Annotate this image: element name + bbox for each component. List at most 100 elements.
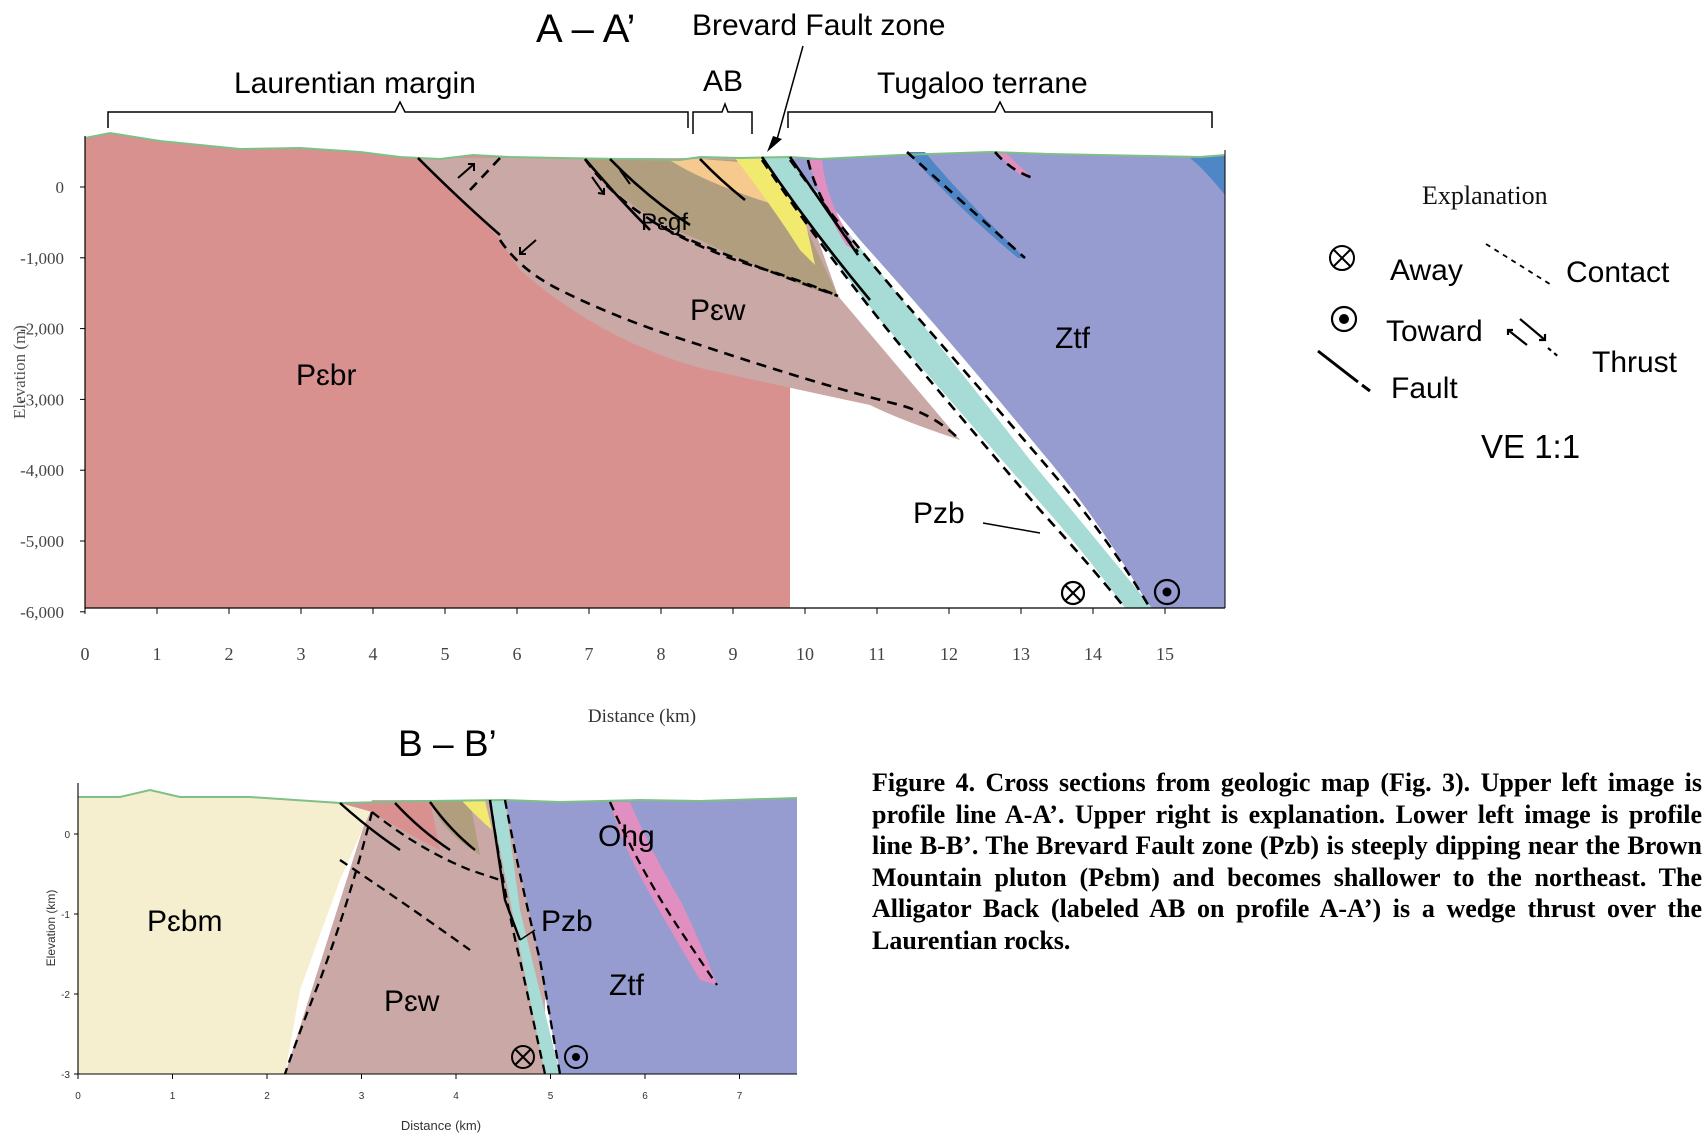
brevard-fault-zone-label: Brevard Fault zone	[692, 9, 945, 42]
x-tick-label: 13	[1012, 644, 1030, 664]
unit-label-pegf: Pɛgf	[641, 209, 688, 236]
x-tick-label: 3	[297, 644, 306, 664]
x-tick-label: 1	[153, 644, 162, 664]
x-tick-label: 0	[81, 644, 90, 664]
legend-fault-label: Fault	[1391, 372, 1458, 405]
x-tick-label-b: 3	[359, 1091, 365, 1102]
unit-pegf-sliver-b	[430, 801, 480, 855]
unit-label-ohg-b: Ohg	[598, 820, 655, 853]
topography-line	[84, 131, 1226, 162]
unit-yellow-sliver	[735, 158, 815, 265]
y-tick-label: -1,000	[20, 249, 64, 268]
y-tick-label-b: -2	[61, 990, 70, 1001]
tugaloo-terrane-label: Tugaloo terrane	[877, 67, 1088, 100]
unit-pzb-band	[762, 157, 1152, 608]
legend-thrust-label: Thrust	[1592, 346, 1678, 379]
pzb-leader-line	[982, 522, 1041, 534]
x-tick-label-b: 6	[642, 1091, 648, 1102]
y-axis-label-b: Elevation (km)	[44, 890, 58, 967]
x-tick-label: 2	[225, 644, 234, 664]
toward-symbol-b	[564, 1045, 588, 1069]
toward-symbol	[1153, 578, 1181, 606]
topography-line-b	[78, 788, 798, 805]
unit-pink-vein-1	[808, 160, 858, 252]
x-tick-label-b: 4	[453, 1091, 459, 1102]
brevard-arrow-head	[767, 136, 782, 152]
unit-label-ztf: Ztf	[1055, 322, 1091, 355]
unit-label-pebr: Pɛbr	[296, 359, 356, 392]
unit-ztf-area	[780, 152, 1225, 608]
unit-ztf-area-b	[505, 798, 797, 1074]
legend-fault-icon-tail	[1361, 383, 1371, 393]
x-tick-label: 11	[868, 644, 885, 664]
unit-yellow-sliver-b	[462, 801, 492, 830]
contact-lines-b	[283, 799, 718, 1075]
legend-ve-label: VE 1:1	[1481, 428, 1580, 465]
y-tick-label-b: 0	[64, 830, 70, 841]
x-axis-label: Distance (km)	[588, 706, 696, 727]
x-tick-label-b: 1	[170, 1091, 176, 1102]
y-tick-labels-b: 0 -1 -2 -3	[61, 830, 78, 1081]
unit-label-pzb: Pzb	[913, 497, 965, 530]
section-a-title: A – A’	[536, 7, 635, 51]
tugaloo-bracket	[787, 100, 1213, 128]
laurentian-margin-label: Laurentian margin	[234, 67, 476, 100]
y-tick-label-b: -3	[61, 1070, 70, 1081]
legend-contact-label: Contact	[1566, 256, 1670, 289]
x-tick-label: 5	[441, 644, 450, 664]
away-symbol-b	[511, 1045, 535, 1069]
legend-toward-label: Toward	[1386, 315, 1483, 348]
x-tick-label: 15	[1156, 644, 1174, 664]
x-axis-label-b: Distance (km)	[401, 1118, 481, 1133]
x-tick-label: 6	[513, 644, 522, 664]
x-tick-label-b: 7	[737, 1091, 743, 1102]
unit-pew-area-b	[285, 800, 545, 1074]
legend-toward-icon	[1330, 305, 1358, 333]
away-symbol	[1060, 580, 1086, 606]
unit-pew-area	[418, 158, 960, 440]
y-tick-label-b: -1	[61, 910, 70, 921]
x-tick-label: 9	[729, 644, 738, 664]
contact-lines	[469, 151, 1152, 609]
figure-caption: Figure 4. Cross sections from geologic m…	[872, 768, 1702, 955]
legend-away-icon	[1329, 245, 1355, 271]
y-axis-label: Elevation (m)	[10, 325, 29, 419]
x-tick-label: 7	[585, 644, 594, 664]
x-tick-label: 12	[940, 644, 958, 664]
unit-pink-vein-2	[995, 152, 1033, 178]
legend-fault-icon	[1317, 349, 1359, 384]
y-tick-label: 0	[56, 178, 65, 197]
section-b-cross-section	[77, 783, 798, 1075]
y-tick-label: -4,000	[20, 461, 64, 480]
x-tick-label-b: 0	[75, 1091, 81, 1102]
section-b-title: B – B’	[398, 723, 497, 764]
x-tick-label: 14	[1084, 644, 1102, 664]
unit-label-pebm-b: Pɛbm	[147, 905, 222, 938]
x-tick-label: 8	[657, 644, 666, 664]
y-tick-label: -6,000	[20, 603, 64, 622]
unit-label-pew: Pɛw	[690, 294, 746, 327]
legend-title: Explanation	[1422, 181, 1548, 210]
unit-ohg-vein-b	[610, 802, 717, 985]
y-tick-labels: 0 -1,000 -2,000 -3,000 -4,000 -5,000 -6,000	[20, 178, 85, 622]
y-tick-label: -5,000	[20, 532, 64, 551]
y-tick-label: -2,000	[20, 320, 64, 339]
x-tick-label: 4	[369, 644, 378, 664]
unit-label-pew-b: Pɛw	[384, 985, 440, 1018]
unit-pebm-area-b	[78, 790, 372, 1074]
x-tick-label-b: 2	[264, 1091, 270, 1102]
ab-label: AB	[703, 65, 743, 98]
y-tick-label: -3,000	[20, 390, 64, 409]
legend-explanation: Explanation Away Toward Fault Contact Th…	[1317, 181, 1678, 465]
unit-pebr-sliver-b	[340, 801, 440, 850]
thrust-arrow-symbols	[457, 163, 631, 255]
section-a-cross-section	[84, 131, 1226, 609]
unit-blue-vein-2	[1190, 155, 1225, 195]
legend-away-label: Away	[1390, 254, 1463, 287]
x-tick-label-b: 5	[548, 1091, 554, 1102]
x-tick-labels-b: 0 1 2 3 4 5 6 7	[75, 1074, 743, 1102]
laurentian-bracket	[107, 100, 689, 128]
legend-contact-icon	[1485, 243, 1554, 287]
